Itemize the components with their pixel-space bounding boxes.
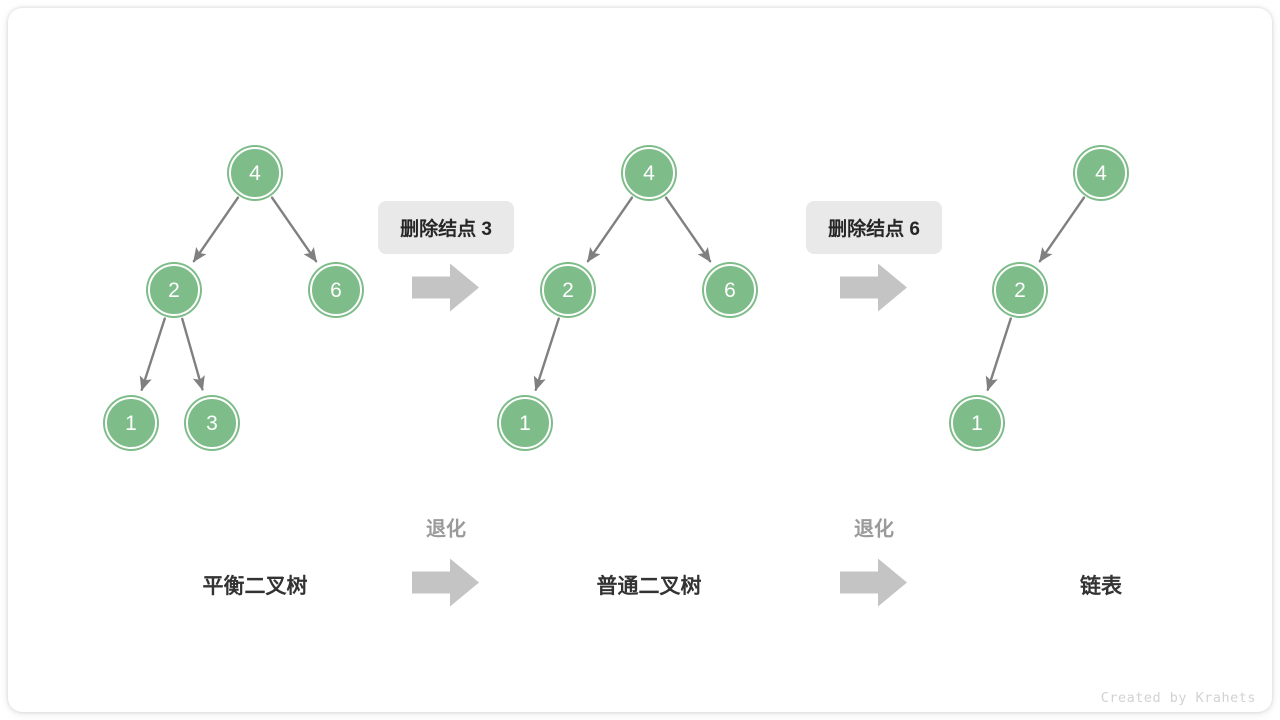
tree-node-ordinary-binary-tree-4: 4 <box>623 147 675 199</box>
degenerate-label-1: 退化 <box>426 518 466 541</box>
caption-balanced-binary-tree: 平衡二叉树 <box>202 575 308 598</box>
tree-node-linked-list-1: 1 <box>951 397 1003 449</box>
tree-edge-b4-to-b6 <box>664 196 712 263</box>
tree-transition-arrow-1-icon <box>412 262 480 319</box>
tree-edge-c2-to-c1 <box>985 317 1012 392</box>
delete-node-6-label: 删除结点 6 <box>806 201 942 254</box>
tree-node-balanced-binary-tree-3: 3 <box>186 397 238 449</box>
delete-node-3-label: 删除结点 3 <box>378 201 514 254</box>
tree-node-ordinary-binary-tree-1: 1 <box>499 397 551 449</box>
tree-node-balanced-binary-tree-4: 4 <box>229 147 281 199</box>
tree-node-balanced-binary-tree-6: 6 <box>310 264 362 316</box>
tree-node-balanced-binary-tree-2: 2 <box>148 264 200 316</box>
tree-edge-a2-to-a3 <box>181 317 205 391</box>
watermark-credit: Created by Krahets <box>1100 690 1256 706</box>
tree-edge-a4-to-a6 <box>270 196 318 263</box>
tree-node-ordinary-binary-tree-2: 2 <box>542 264 594 316</box>
degenerate-label-2: 退化 <box>854 518 894 541</box>
tree-node-balanced-binary-tree-1: 1 <box>105 397 157 449</box>
tree-edges-layer <box>139 196 1086 392</box>
caption-linked-list: 链表 <box>1080 575 1122 598</box>
caption-transition-arrow-2-icon <box>840 557 908 614</box>
tree-edge-c4-to-c2 <box>1038 196 1086 263</box>
tree-node-ordinary-binary-tree-6: 6 <box>704 264 756 316</box>
tree-edge-a2-to-a1 <box>139 317 166 392</box>
tree-node-linked-list-2: 2 <box>994 264 1046 316</box>
tree-transition-arrow-2-icon <box>840 262 908 319</box>
tree-node-linked-list-4: 4 <box>1075 147 1127 199</box>
tree-edge-b4-to-b2 <box>586 196 634 263</box>
tree-edge-a4-to-a2 <box>192 196 240 263</box>
tree-edge-b2-to-b1 <box>533 317 560 392</box>
caption-ordinary-binary-tree: 普通二叉树 <box>596 575 702 598</box>
caption-transition-arrow-1-icon <box>412 557 480 614</box>
